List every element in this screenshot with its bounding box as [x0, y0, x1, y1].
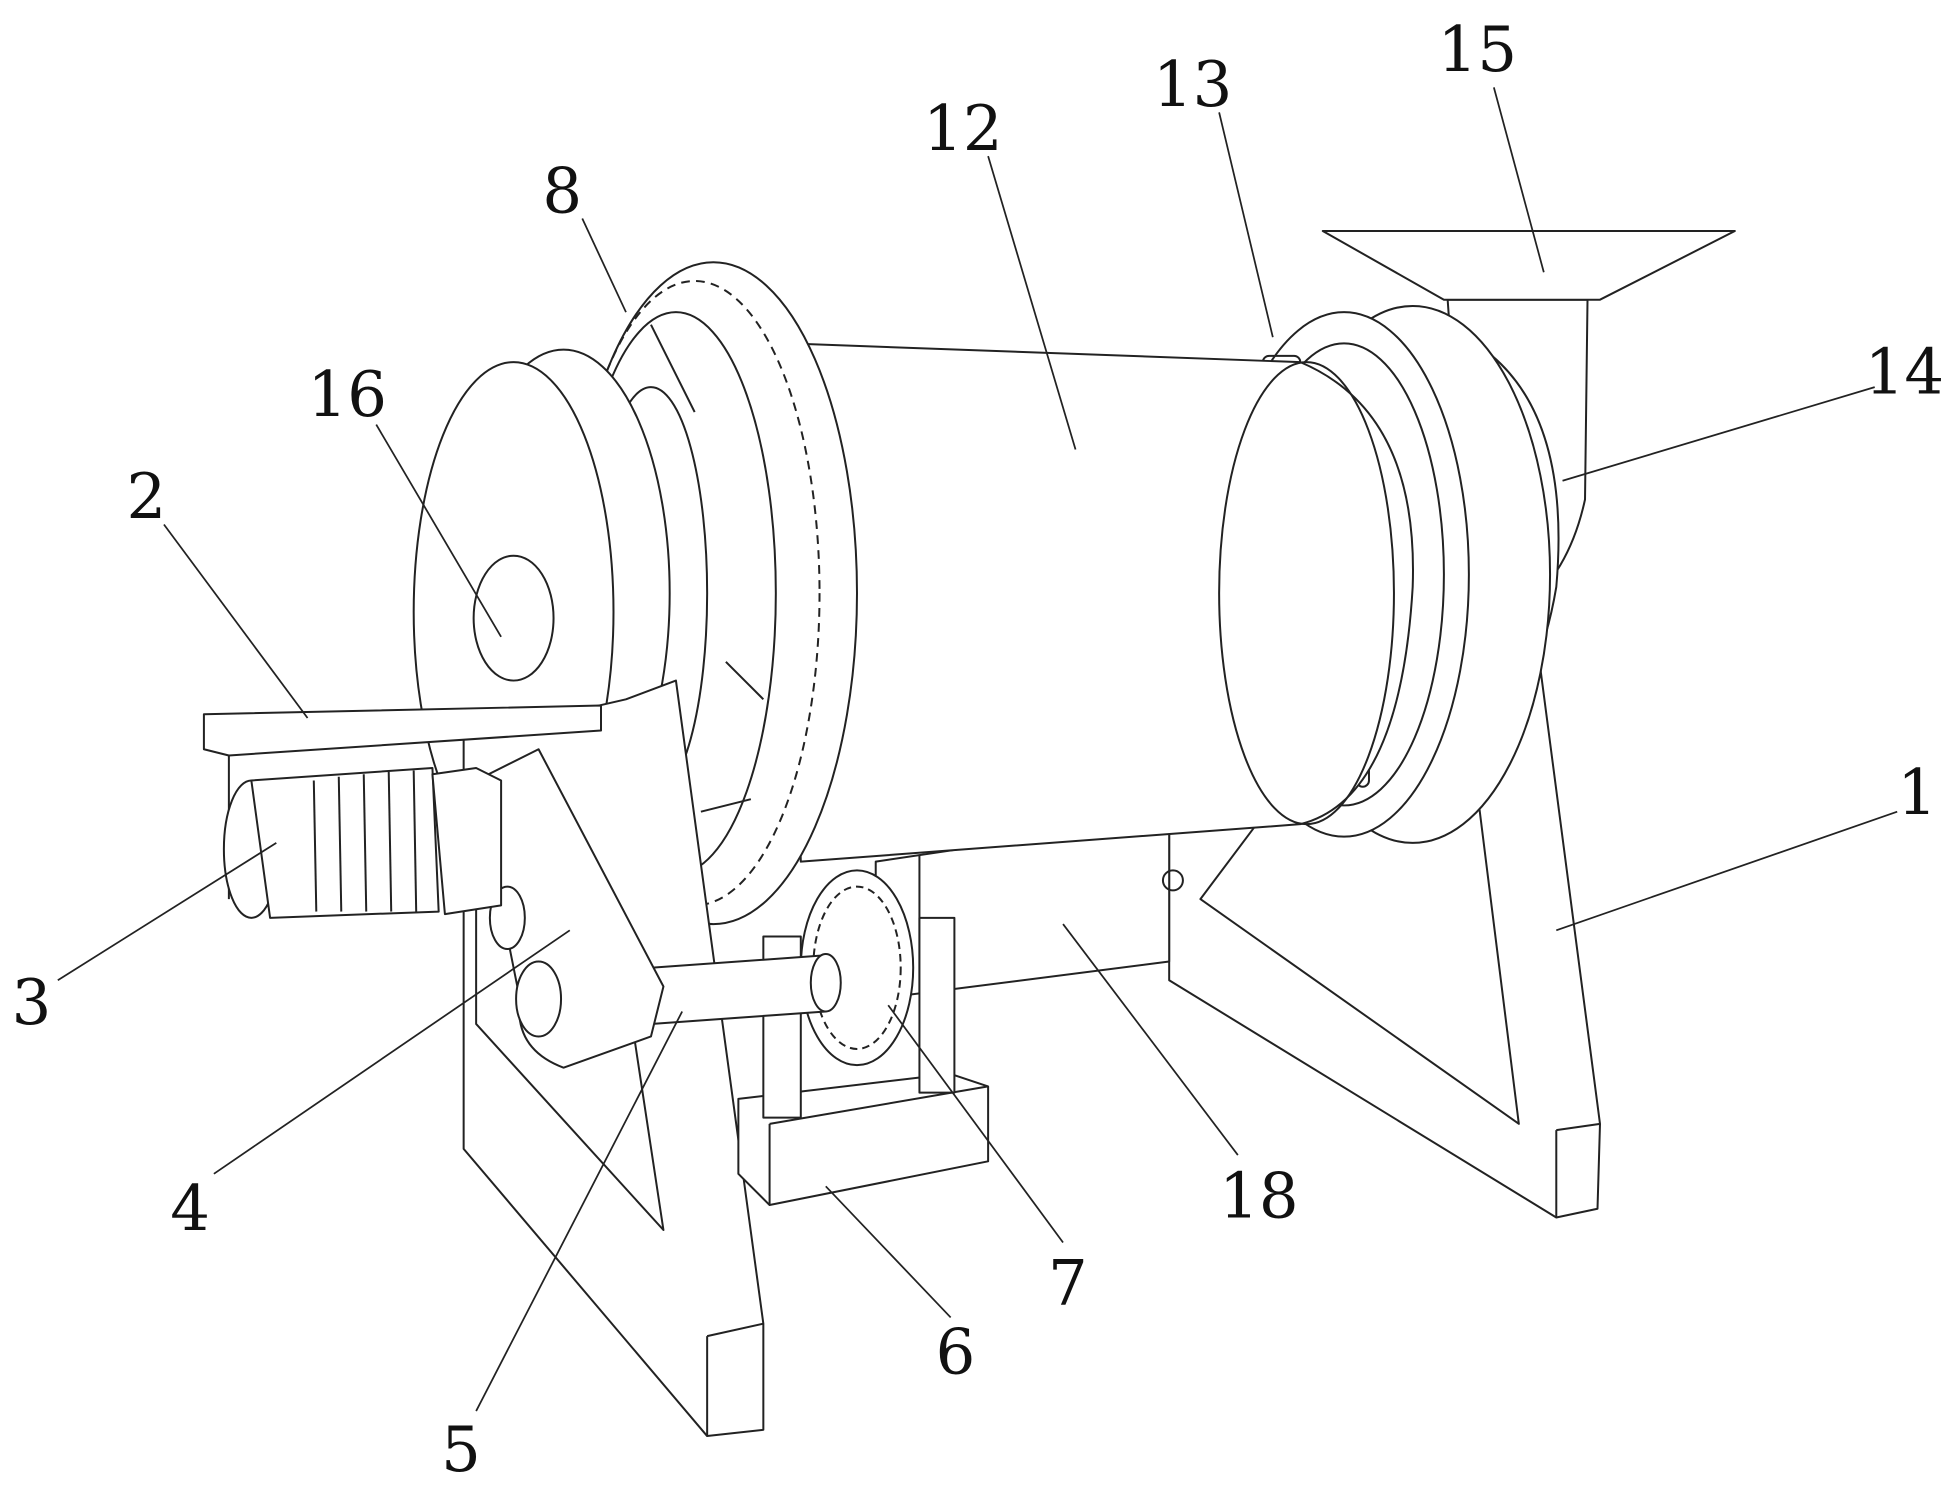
label-5: 5 [441, 1413, 481, 1486]
label-2: 2 [126, 460, 166, 533]
label-7: 7 [1048, 1247, 1088, 1320]
label-15: 15 [1438, 13, 1517, 86]
motor [224, 768, 501, 918]
label-3: 3 [12, 966, 52, 1039]
label-16: 16 [308, 358, 387, 431]
drum-cylinder [788, 343, 1413, 861]
label-8: 8 [542, 154, 582, 227]
label-12: 12 [923, 92, 1002, 165]
label-13: 13 [1153, 48, 1232, 121]
label-14: 14 [1865, 335, 1944, 408]
label-1: 1 [1897, 756, 1937, 829]
feed-hopper [1323, 231, 1735, 300]
label-6: 6 [936, 1316, 976, 1389]
label-4: 4 [170, 1172, 210, 1245]
label-18: 18 [1219, 1160, 1298, 1233]
